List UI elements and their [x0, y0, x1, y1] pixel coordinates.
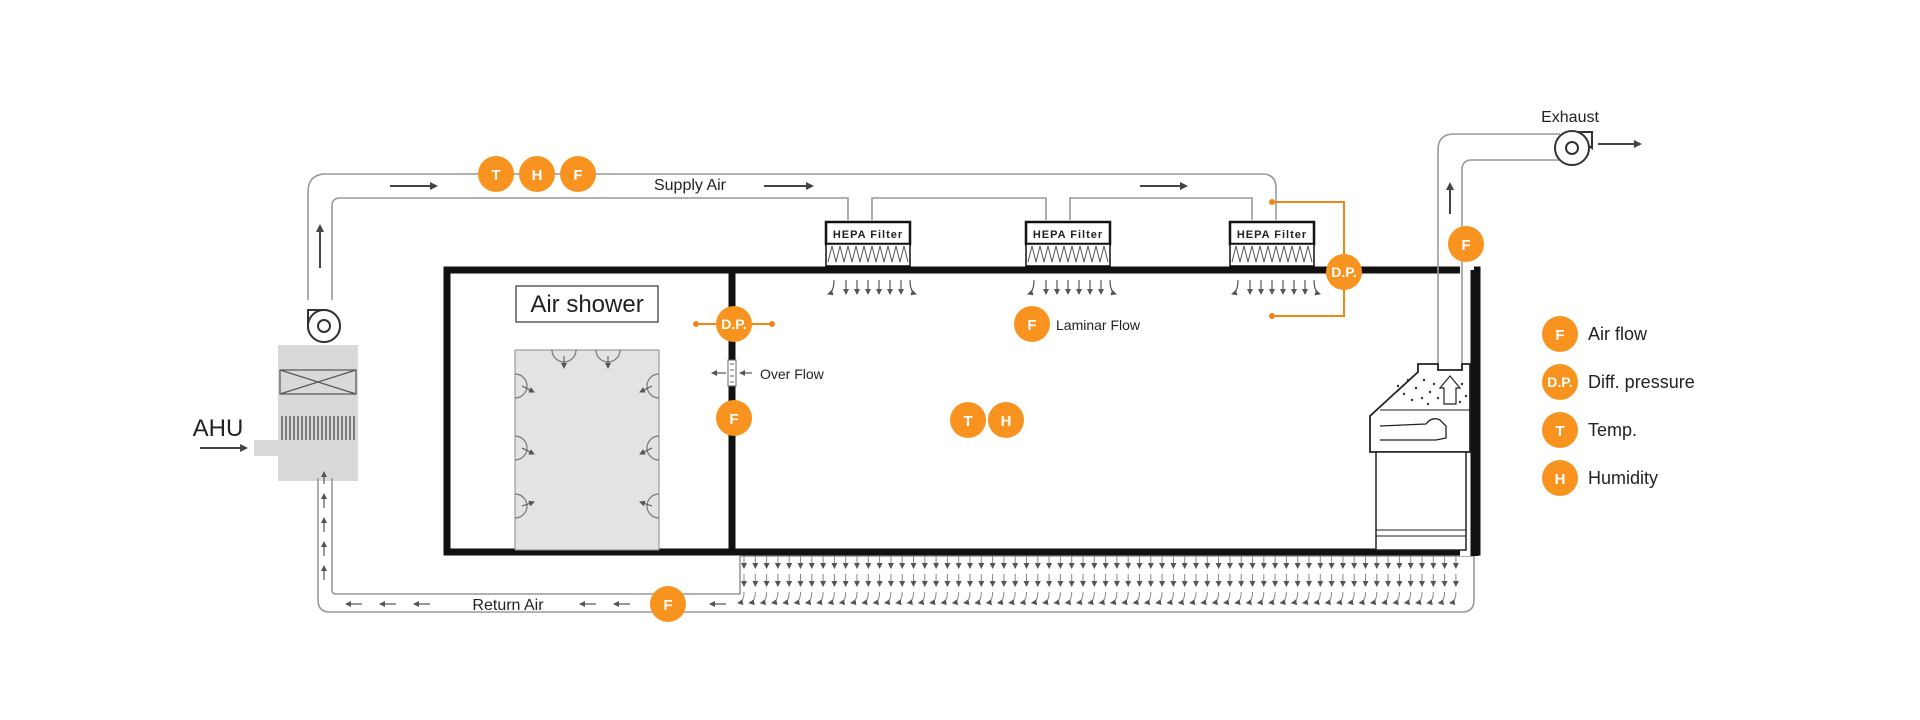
- exhaust-label: Exhaust: [1541, 109, 1599, 126]
- room-sensor-dp: D.P.: [1326, 254, 1362, 290]
- svg-text:T: T: [963, 413, 972, 430]
- room-sensor-humidity: H: [988, 402, 1024, 438]
- return-sensor-flow: F: [650, 586, 686, 622]
- svg-text:D.P.: D.P.: [721, 316, 746, 332]
- air-shower-label: Air shower: [530, 291, 643, 318]
- svg-text:D.P.: D.P.: [1547, 374, 1572, 390]
- exhaust-duct: [1437, 133, 1573, 370]
- room-sensor-temp: T: [950, 402, 986, 438]
- ahu-fan-icon: [307, 309, 341, 343]
- ahu-unit: [254, 345, 358, 481]
- room-sensor-flow: F: [1014, 306, 1050, 342]
- legend-label: Air flow: [1588, 324, 1648, 344]
- air-shower-sensor-flow: F: [716, 400, 752, 436]
- exhaust-sensor-flow: F: [1448, 226, 1484, 262]
- supply-sensor-humidity: H: [519, 156, 555, 192]
- svg-text:H: H: [1001, 413, 1012, 430]
- svg-text:H: H: [532, 167, 543, 184]
- supply-sensor-flow: F: [560, 156, 596, 192]
- hepa-filter-label: HEPA Filter: [1237, 229, 1307, 241]
- floor-return-arrows: [737, 556, 1459, 606]
- legend-label: Humidity: [1588, 468, 1658, 488]
- svg-text:D.P.: D.P.: [1331, 264, 1356, 280]
- legend-item-flow: F Air flow: [1542, 316, 1648, 352]
- over-flow-label: Over Flow: [760, 366, 825, 382]
- laminar-flow-label: Laminar Flow: [1056, 317, 1141, 333]
- hepa-filter-label: HEPA Filter: [1033, 229, 1103, 241]
- svg-text:F: F: [573, 167, 582, 184]
- svg-text:F: F: [663, 597, 672, 614]
- supply-sensor-temp: T: [478, 156, 514, 192]
- svg-text:H: H: [1555, 471, 1566, 488]
- ahu-coil: [281, 416, 355, 440]
- air-shower-title-box: [515, 285, 659, 323]
- legend-label: Diff. pressure: [1588, 372, 1695, 392]
- legend-item-humidity: H Humidity: [1542, 460, 1658, 496]
- air-shower-sensor-dp: D.P.: [716, 306, 752, 342]
- legend-label: Temp.: [1588, 420, 1637, 440]
- legend-item-diff-pressure: D.P. Diff. pressure: [1542, 364, 1695, 400]
- svg-text:F: F: [1461, 237, 1470, 254]
- hepa-filter-1: HEPA Filter: [824, 220, 912, 267]
- ahu-label: AHU: [193, 415, 244, 442]
- return-duct: [317, 478, 1475, 613]
- svg-text:T: T: [491, 167, 500, 184]
- legend-item-temp: T Temp.: [1542, 412, 1637, 448]
- fume-hood: [1369, 363, 1471, 551]
- hepa-filter-2: HEPA Filter: [1024, 220, 1112, 267]
- hepa-filter-label: HEPA Filter: [833, 229, 903, 241]
- supply-air-label: Supply Air: [654, 177, 727, 194]
- supply-duct: [307, 173, 1277, 300]
- over-flow-grille: [727, 359, 737, 387]
- svg-text:F: F: [729, 411, 738, 428]
- exhaust-fan-icon: [1554, 130, 1593, 166]
- legend: F Air flow D.P. Diff. pressure T Temp. H…: [1542, 316, 1695, 496]
- svg-text:T: T: [1555, 423, 1564, 440]
- svg-text:F: F: [1027, 317, 1036, 334]
- laminar-flow-arrows: [827, 279, 1321, 296]
- svg-text:F: F: [1555, 327, 1564, 344]
- air-shower-booth: [514, 349, 660, 551]
- return-air-label: Return Air: [472, 597, 544, 614]
- hepa-filter-3: HEPA Filter: [1228, 220, 1316, 267]
